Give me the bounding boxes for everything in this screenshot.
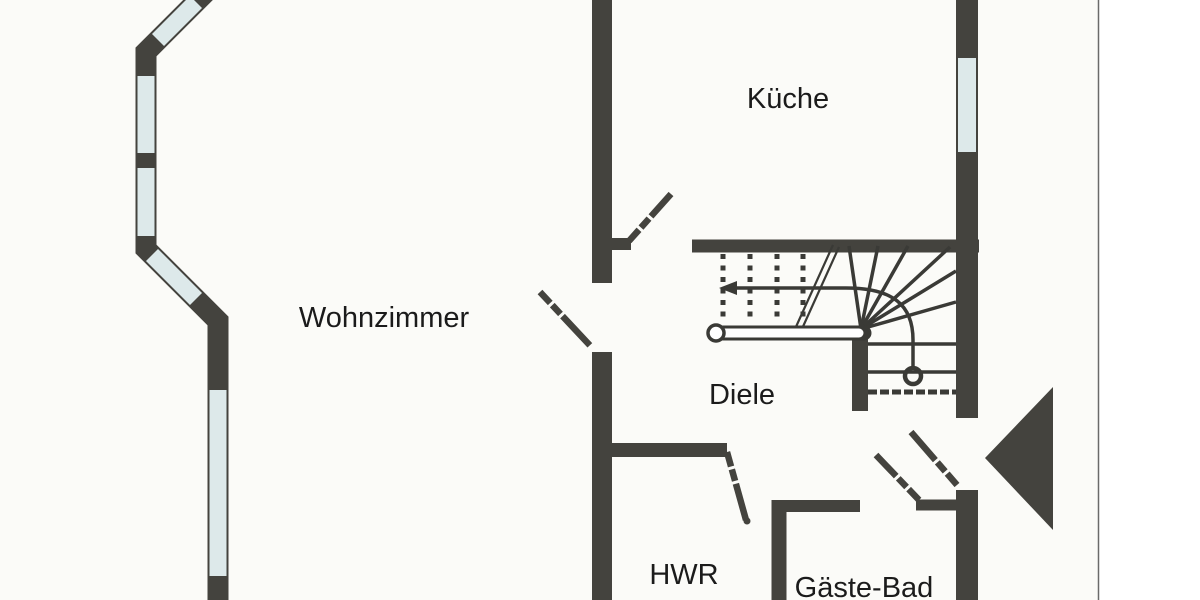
gaeste-bad-walls (771, 499, 957, 600)
hwr-door-leaf-end (743, 517, 751, 525)
room-label-kueche: Küche (747, 83, 829, 115)
room-label-hwr: HWR (649, 559, 718, 591)
stair-direction-arrow-icon (719, 281, 737, 295)
living-room-door-leaf (537, 289, 600, 356)
handrail-knob (706, 323, 726, 343)
left-exterior-wall (135, 0, 229, 600)
staircase (692, 239, 979, 411)
doors (537, 191, 960, 525)
stair-walk-line (719, 281, 924, 387)
entrance-arrow-icon (985, 387, 1053, 530)
hwr-door-leaf (723, 451, 750, 521)
guest-bath-door-leaf (873, 452, 922, 503)
stair-start-circle (902, 365, 924, 387)
page-margin (1098, 0, 1200, 600)
room-label-diele: Diele (709, 379, 775, 411)
kitchen-door-leaf (626, 191, 674, 244)
stair-handrail (706, 323, 872, 343)
room-label-wohnzimmer: Wohnzimmer (299, 302, 470, 334)
window-pane (151, 0, 203, 47)
room-label-gaeste-bad: Gäste-Bad (795, 572, 934, 600)
window-pane (145, 248, 203, 306)
central-wall (592, 0, 631, 600)
entrance-door-leaf (908, 429, 960, 488)
